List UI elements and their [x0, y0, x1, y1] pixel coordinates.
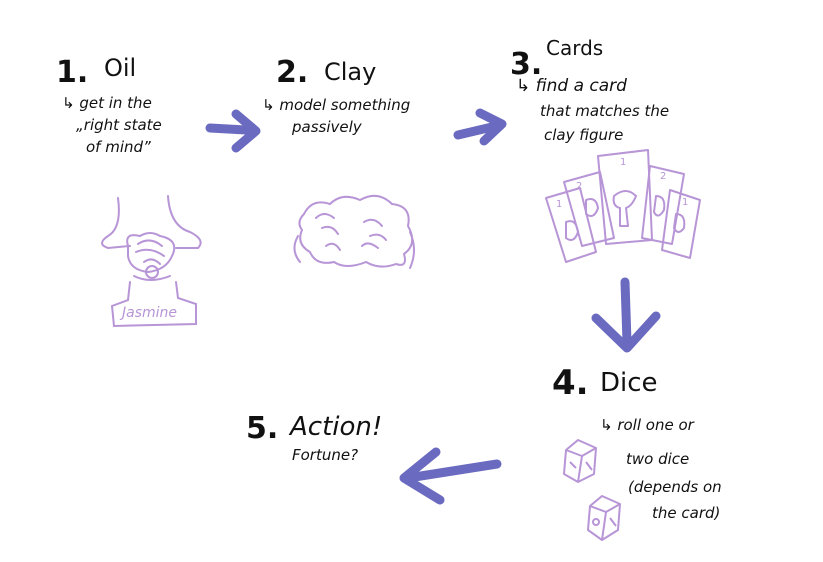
step-line: ↳ model something: [262, 96, 411, 114]
step-line: ↳ roll one or: [600, 416, 694, 434]
step-title: Action!: [290, 412, 383, 442]
oil-label: Jasmine: [122, 305, 178, 321]
step-line: ↳ find a card: [516, 76, 627, 96]
card-number: 1: [556, 199, 563, 210]
card-number: 1: [620, 157, 627, 168]
step-title: Oil: [104, 54, 137, 82]
step-line: Fortune?: [292, 446, 359, 464]
arrow-right-icon: [205, 109, 261, 153]
arrow-down-icon: [591, 277, 661, 353]
step-line: passively: [292, 118, 362, 136]
step-line: (depends on: [628, 478, 722, 496]
dice-icon: [563, 439, 621, 541]
cards-icon: [545, 149, 701, 263]
step-number: 3.: [510, 47, 543, 82]
step-title: Cards: [546, 36, 604, 60]
card-number: 2: [660, 171, 667, 182]
step-line: the card): [652, 504, 721, 522]
card-number: 2: [576, 181, 583, 192]
step-line: of mind”: [86, 138, 151, 156]
step-line: two dice: [626, 450, 690, 468]
step-title: Clay: [324, 58, 377, 86]
arrow-left-icon: [399, 447, 502, 505]
step-line: „right state: [76, 116, 162, 134]
step-title: Dice: [600, 368, 658, 398]
step-line: ↳ get in the: [62, 94, 152, 112]
step-number: 2.: [276, 55, 309, 90]
arrow-right-icon: [453, 108, 507, 146]
step-number: 1.: [56, 55, 89, 90]
step-number: 5.: [246, 411, 279, 446]
card-number: 1: [682, 197, 689, 208]
step-line: that matches the: [540, 102, 670, 120]
clay-figure-icon: [293, 194, 415, 269]
step-number: 4.: [552, 363, 589, 403]
oil-bottle-icon: [101, 195, 202, 328]
step-line: clay figure: [544, 126, 624, 144]
